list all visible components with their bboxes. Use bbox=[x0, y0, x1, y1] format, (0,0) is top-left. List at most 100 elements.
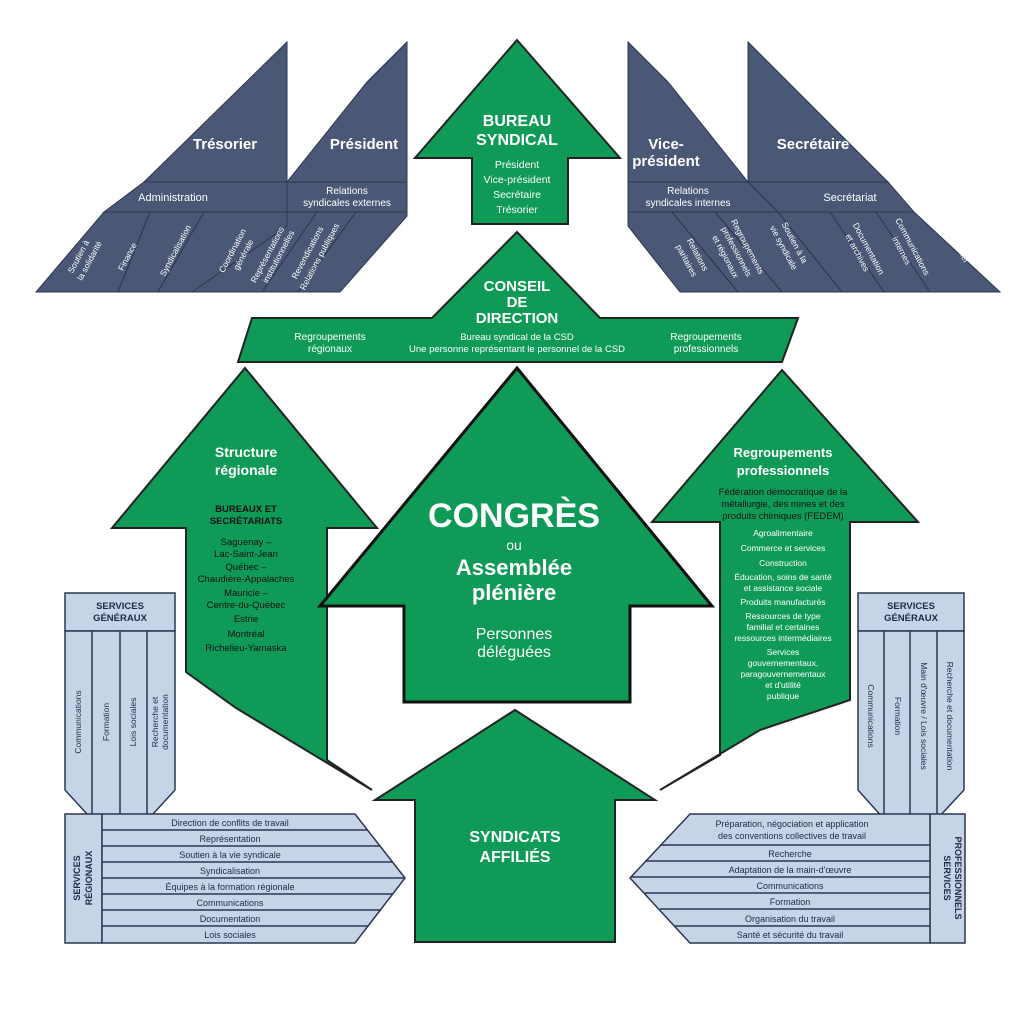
sgr-col-2: Formation bbox=[893, 697, 903, 736]
sgl-title-2: GÉNÉRAUX bbox=[93, 613, 148, 624]
regroupements-title-1: Regroupements bbox=[734, 445, 833, 460]
sp-row-3: Adaptation de la main-d'œuvre bbox=[729, 865, 852, 875]
congres-arrow bbox=[316, 365, 716, 704]
sgl-col-1: Communications bbox=[73, 690, 83, 753]
regroupements-item-9: ressources intermédiaires bbox=[734, 633, 831, 643]
sr-labels: SERVICES RÉGIONAUX Direction de conflits… bbox=[72, 818, 295, 940]
syndicats-affilies: SYNDICATS AFFILIÉS bbox=[371, 708, 659, 943]
conseil-right-1: Regroupements bbox=[670, 332, 741, 343]
structure-item-8: Montréal bbox=[228, 629, 265, 640]
structure-title-1: Structure bbox=[215, 444, 277, 460]
top-left-officers bbox=[34, 40, 408, 293]
regroupements-item-3: Construction bbox=[759, 558, 807, 568]
sr-row-5: Équipes à la formation régionale bbox=[165, 882, 294, 892]
syndicats-title-2: AFFILIÉS bbox=[479, 847, 550, 866]
secretariat-label: Secrétariat bbox=[823, 192, 876, 204]
secretaire-label: Secrétaire bbox=[777, 136, 850, 153]
bureau-item-2: Vice-président bbox=[484, 174, 551, 186]
bureau-item-1: Président bbox=[495, 159, 539, 171]
structure-arrow bbox=[109, 366, 380, 791]
bureau-title-1: BUREAU bbox=[483, 113, 551, 130]
sgr-col-4: Recherche et documentation bbox=[945, 662, 955, 771]
fedem-1: Fédération démocratique de la bbox=[719, 487, 849, 498]
structure-subtitle-1: BUREAUX ET bbox=[215, 504, 277, 515]
bureau-item-4: Trésorier bbox=[496, 204, 538, 216]
structure-item-2: Lac-Saint-Jean bbox=[214, 549, 278, 560]
sgl-col-5: documentation bbox=[160, 694, 170, 750]
tr-diag-1 bbox=[627, 211, 740, 293]
sgl-col-4: Recherche et bbox=[150, 696, 160, 747]
regroupements-item-2: Commerce et services bbox=[741, 543, 826, 553]
structure-regionale: Structure régionale BUREAUX ET SECRÉTARI… bbox=[109, 366, 380, 791]
president-label: Président bbox=[330, 136, 398, 153]
sr-row-1: Direction de conflits de travail bbox=[171, 818, 289, 828]
sgl-labels: SERVICES GÉNÉRAUX Communications Formati… bbox=[73, 601, 170, 754]
conseil-title-3: DIRECTION bbox=[476, 310, 559, 327]
structure-item-9: Richelieu-Yamaska bbox=[205, 643, 287, 654]
sgr-col-1: Communications bbox=[866, 684, 876, 747]
syndicats-arrow bbox=[371, 708, 659, 943]
sp-row-7: Santé et sécurité du travail bbox=[737, 930, 844, 940]
bureau-syndical: BUREAU SYNDICAL Président Vice-président… bbox=[412, 38, 623, 225]
fedem-2: métallurgie, des mines et des bbox=[721, 499, 845, 510]
congres: CONGRÈS ou Assemblée plénière Personnes … bbox=[316, 365, 716, 704]
relations-externes-label-2: syndicales externes bbox=[303, 198, 391, 209]
sp-rows bbox=[628, 813, 931, 944]
structure-item-6: Centre-du-Québec bbox=[207, 600, 286, 611]
congres-personnes-2: déléguées bbox=[477, 644, 551, 661]
structure-subtitle-2: SECRÉTARIATS bbox=[210, 516, 282, 527]
regroupements-item-4: Éducation, soins de santé bbox=[734, 572, 832, 582]
tresorier-block bbox=[142, 40, 288, 183]
sr-row-8: Lois sociales bbox=[204, 930, 256, 940]
relations-internes-label-2: syndicales internes bbox=[645, 198, 730, 209]
sp-title-2: PROFESSIONNELS bbox=[953, 836, 963, 919]
sp-row-2: Recherche bbox=[768, 849, 812, 859]
congres-assemblee-2: plénière bbox=[472, 580, 556, 605]
conseil-center-1: Bureau syndical de la CSD bbox=[460, 332, 574, 343]
structure-item-5: Mauricie – bbox=[224, 588, 269, 599]
sgl-col-2: Formation bbox=[101, 703, 111, 742]
sgr-title-1: SERVICES bbox=[887, 601, 935, 612]
tresorier-label: Trésorier bbox=[193, 136, 257, 153]
congres-ou: ou bbox=[506, 537, 522, 553]
structure-item-3: Québec – bbox=[225, 562, 267, 573]
conseil-arrow bbox=[236, 230, 800, 363]
regroupements-item-13: et d'utilité bbox=[765, 680, 801, 690]
conseil-de-direction: CONSEIL DE DIRECTION Regroupements régio… bbox=[236, 230, 800, 363]
conseil-left-2: régionaux bbox=[308, 344, 352, 355]
relations-internes-label-1: Relations bbox=[667, 186, 709, 197]
sgr-header bbox=[857, 592, 965, 632]
sgr-title-2: GÉNÉRAUX bbox=[884, 613, 939, 624]
sr-row-4: Syndicalisation bbox=[200, 866, 260, 876]
sr-row-6: Communications bbox=[196, 898, 264, 908]
sp-title-1: SERVICES bbox=[942, 855, 952, 900]
sr-title-2: RÉGIONAUX bbox=[84, 851, 94, 906]
fedem-3: produits chimiques (FEDEM) bbox=[722, 511, 843, 522]
conseil-center-2: Une personne représentant le personnel d… bbox=[409, 344, 625, 355]
sgr-col-3: Main d'œuvre / Lois sociales bbox=[919, 662, 929, 769]
president-block bbox=[285, 40, 408, 183]
structure-item-7: Estrie bbox=[234, 614, 258, 625]
sr-title-1: SERVICES bbox=[72, 855, 82, 900]
conseil-title-2: DE bbox=[507, 294, 528, 311]
conseil-left-1: Regroupements bbox=[294, 332, 365, 343]
sp-row-5: Formation bbox=[770, 897, 811, 907]
tl-diag-4 bbox=[190, 211, 318, 293]
vice-president-label-2: président bbox=[632, 153, 700, 170]
congres-title: CONGRÈS bbox=[428, 497, 600, 535]
services-generaux-left bbox=[64, 592, 176, 852]
regroupements-item-6: Produits manufacturés bbox=[740, 597, 825, 607]
regroupements-item-12: paragouvernementaux bbox=[740, 669, 826, 679]
sr-row-2: Représentation bbox=[199, 834, 260, 844]
regroupements-item-7: Ressources de type bbox=[745, 611, 820, 621]
congres-assemblee-1: Assemblée bbox=[456, 555, 572, 580]
sgr-labels: SERVICES GÉNÉRAUX Communications Formati… bbox=[866, 601, 955, 771]
sp-labels: SERVICES PROFESSIONNELS Préparation, nég… bbox=[715, 819, 963, 940]
secretaire-block bbox=[747, 40, 890, 183]
structure-title-2: régionale bbox=[215, 462, 277, 478]
sp-row-1a: Préparation, négociation et application bbox=[715, 819, 868, 829]
bureau-item-3: Secrétaire bbox=[493, 189, 541, 201]
tl-diag-6 bbox=[297, 211, 408, 293]
services-regionaux bbox=[64, 813, 406, 944]
bureau-arrow bbox=[412, 38, 623, 225]
